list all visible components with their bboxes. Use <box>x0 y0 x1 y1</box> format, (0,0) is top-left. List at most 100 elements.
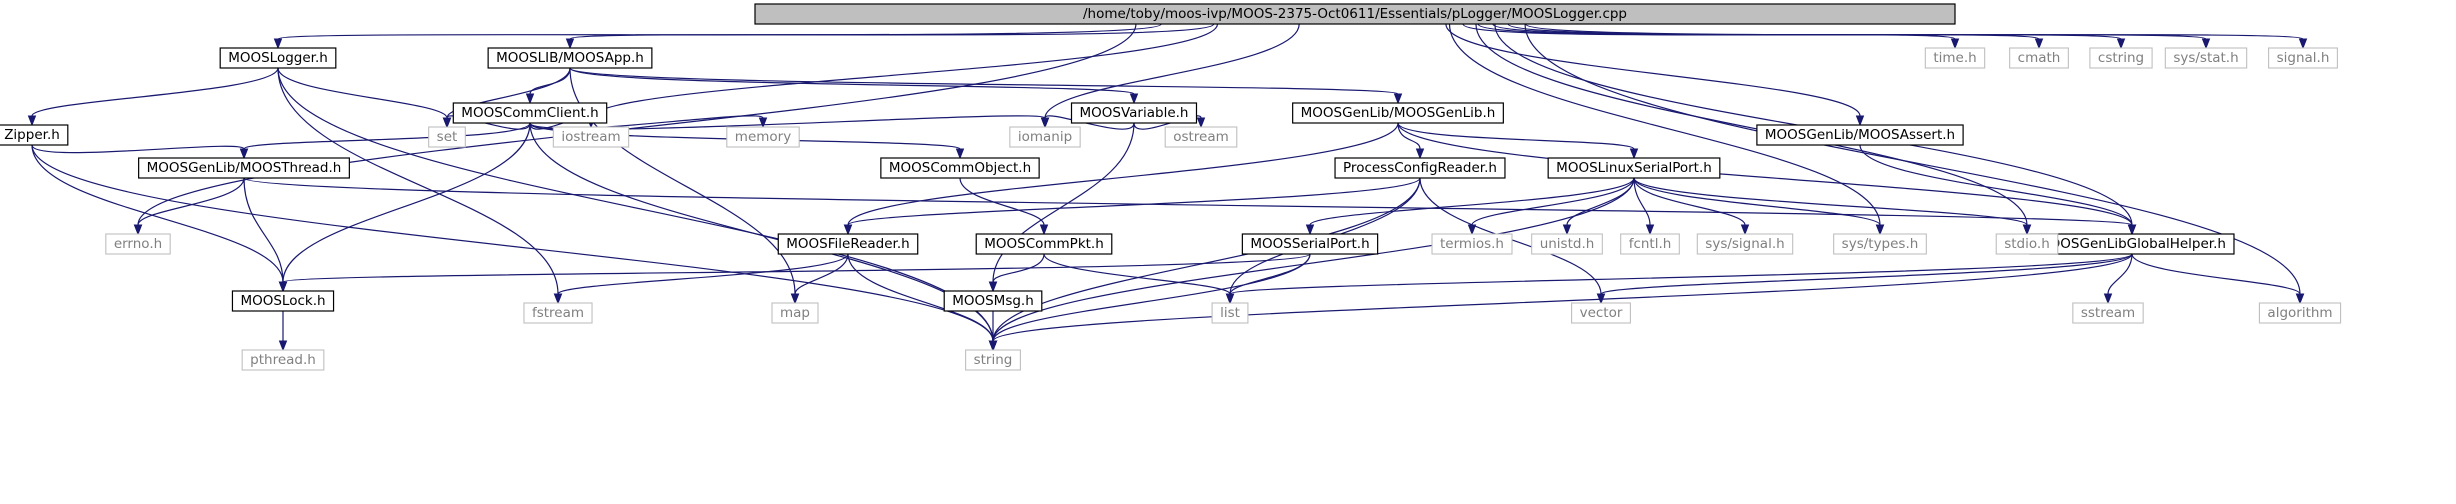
edge-arrowhead <box>1040 117 1050 129</box>
node-box <box>241 349 325 371</box>
edge-moosthread-h-to-moosgenlibglobalhelper-h <box>243 177 2137 236</box>
node-box <box>2164 47 2248 69</box>
edge-zipper-h-to-moosthread-h <box>31 144 249 160</box>
edge-arrowhead <box>1467 224 1477 236</box>
node-processconfigreader-h[interactable]: ProcessConfigReader.h <box>1334 157 1506 179</box>
node-label: MOOSFileReader.h <box>786 236 909 252</box>
edge-line <box>243 177 284 283</box>
edge-line <box>590 23 1219 119</box>
node-label: map <box>780 305 810 321</box>
edge-arrowhead <box>2034 38 2044 50</box>
edge-moosfilereader-h-to-fstream <box>553 253 849 305</box>
edge-processconfigreader-h-to-moosfilereader-h <box>843 177 1421 236</box>
edge-line <box>31 144 284 283</box>
node-box <box>1547 157 1721 179</box>
node-box <box>1620 233 1680 255</box>
edge-root-to-cmath <box>1477 23 2044 50</box>
edge-line <box>1600 253 2133 295</box>
edge-arrowhead <box>1740 224 1750 236</box>
edge-moosgenlibglobalhelper-h-to-sstream <box>2103 253 2133 305</box>
node-box <box>1833 233 1927 255</box>
edge-line <box>1397 122 1421 150</box>
edge-line <box>1229 253 2133 295</box>
edge-arrowhead <box>133 224 143 236</box>
edge-layer <box>27 23 2308 352</box>
edge-mooslogger-h-to-zipper-h <box>27 67 279 127</box>
edge-arrowhead <box>27 115 37 127</box>
node-termios-h: termios.h <box>1431 233 1513 255</box>
node-box <box>726 126 800 148</box>
node-mooscommclient-h[interactable]: MOOSCommClient.h <box>452 102 608 124</box>
edge-line <box>847 122 1399 226</box>
node-moosgenlibglobalhelper-h[interactable]: MOOSGenLibGlobalHelper.h <box>2029 233 2235 255</box>
node-box <box>1531 233 1603 255</box>
node-set: set <box>428 126 466 148</box>
edge-moosgenlibglobalhelper-h-to-list <box>1225 253 2133 305</box>
edge-line <box>1633 177 1651 226</box>
node-box <box>1211 302 1249 324</box>
edge-arrowhead <box>2298 38 2308 50</box>
edge-arrowhead <box>278 340 288 352</box>
edge-mooslinuxserialport-h-to-stdio-h <box>1633 177 2032 236</box>
node-memory: memory <box>726 126 800 148</box>
edge-line <box>277 67 559 295</box>
node-moosvariable-h[interactable]: MOOSVariable.h <box>1070 102 1198 124</box>
edge-root-to-moosassert-h <box>1445 23 1865 127</box>
edge-arrowhead <box>2201 38 2211 50</box>
node-pthread-h: pthread.h <box>241 349 325 371</box>
node-box <box>1571 302 1631 324</box>
edge-mooslinuxserialport-h-to-unistd-h <box>1562 177 1635 236</box>
node-label: MOOSCommPkt.h <box>984 236 1104 252</box>
node-box <box>0 124 69 146</box>
node-mooslinuxserialport-h[interactable]: MOOSLinuxSerialPort.h <box>1547 157 1721 179</box>
edge-line <box>557 253 849 295</box>
node-cstring: cstring <box>2089 47 2153 69</box>
node-label: MOOSGenLib/MOOSAssert.h <box>1765 127 1955 143</box>
edge-moosserialport-h-to-mooslock-h <box>278 253 1311 293</box>
node-box <box>777 233 919 255</box>
node-label: sys/stat.h <box>2173 50 2238 66</box>
edge-line <box>569 67 1399 95</box>
node-moosthread-h[interactable]: MOOSGenLib/MOOSThread.h <box>138 157 350 179</box>
edge-line <box>992 253 1311 342</box>
node-label: iostream <box>561 129 620 145</box>
node-mooscommobject-h[interactable]: MOOSCommObject.h <box>880 157 1040 179</box>
node-stdio-h: stdio.h <box>1995 233 2059 255</box>
edge-line <box>992 122 1135 283</box>
node-moosapp-h[interactable]: MOOSLIB/MOOSApp.h <box>487 47 653 69</box>
node-zipper-h[interactable]: Zipper.h <box>0 124 69 146</box>
node-box <box>754 3 1956 25</box>
edge-mooscommpkt-h-to-moosmsg-h <box>988 253 1045 293</box>
node-box <box>771 302 819 324</box>
edge-arrowhead <box>790 293 800 305</box>
node-mooslock-h[interactable]: MOOSLock.h <box>231 290 335 312</box>
root-file-node[interactable]: /home/toby/moos-ivp/MOOS-2375-Oct0611/Es… <box>754 3 1956 25</box>
node-label: /home/toby/moos-ivp/MOOS-2375-Oct0611/Es… <box>1083 6 1627 22</box>
node-label: termios.h <box>1440 236 1504 252</box>
edge-line <box>1633 177 1881 226</box>
edge-root-to-mooslogger-h <box>273 23 1162 50</box>
node-mooscommpkt-h[interactable]: MOOSCommPkt.h <box>975 233 1113 255</box>
node-moosmsg-h[interactable]: MOOSMsg.h <box>943 290 1043 312</box>
edge-moosvariable-h-to-ostream <box>1133 115 1206 130</box>
node-ostream: ostream <box>1164 126 1238 148</box>
edge-arrowhead <box>1950 38 1960 50</box>
edge-arrowhead <box>565 38 575 50</box>
node-moosserialport-h[interactable]: MOOSSerialPort.h <box>1241 233 1379 255</box>
node-moosgenlib-h[interactable]: MOOSGenLib/MOOSGenLib.h <box>1292 102 1504 124</box>
edge-mooslock-h-to-pthread-h <box>278 310 288 352</box>
edge-arrowhead <box>239 148 249 160</box>
edge-moosgenlib-h-to-mooslinuxserialport-h <box>1397 122 1639 160</box>
node-box <box>105 233 171 255</box>
node-moosassert-h[interactable]: MOOSGenLib/MOOSAssert.h <box>1756 124 1964 146</box>
edge-arrowhead <box>2103 293 2113 305</box>
node-mooslogger-h[interactable]: MOOSLogger.h <box>219 47 337 69</box>
edge-moosthread-h-to-errno-h <box>133 177 245 236</box>
node-moosfilereader-h[interactable]: MOOSFileReader.h <box>777 233 919 255</box>
edge-moosassert-h-to-moosgenlibglobalhelper-h <box>1859 144 2137 236</box>
edge-arrowhead <box>2116 38 2126 50</box>
edge-arrowhead <box>1562 224 1572 236</box>
node-label: iomanip <box>1018 129 1072 145</box>
edge-mooscommclient-h-to-mooslock-h <box>278 122 531 293</box>
node-iostream: iostream <box>552 126 630 148</box>
